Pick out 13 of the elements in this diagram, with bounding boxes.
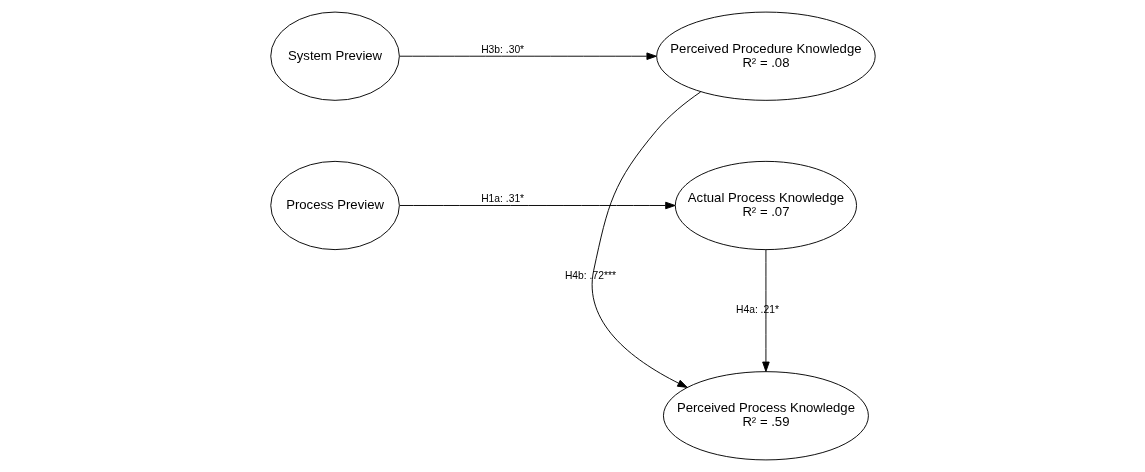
arrow — [398, 52, 657, 60]
arrow — [761, 249, 770, 372]
node-ellipse: Actual Process Knowledge R² = .07 — [674, 160, 857, 251]
edge-label: H1a: .31* — [480, 193, 524, 205]
edge-label: H4b: .72*** — [564, 269, 616, 281]
arrow — [398, 201, 676, 210]
node-ellipse: Perceived Process Knowledge R² = .59 — [662, 371, 869, 461]
edge-label: H4a: .21* — [735, 304, 779, 316]
node-ellipse: System Preview — [269, 11, 400, 101]
arrow — [591, 91, 701, 388]
node-ellipse: Process Preview — [269, 160, 400, 251]
edge-label: H3b: .30* — [480, 44, 524, 56]
node-ellipse: Perceived Procedure Knowledge R² = .08 — [655, 11, 876, 101]
